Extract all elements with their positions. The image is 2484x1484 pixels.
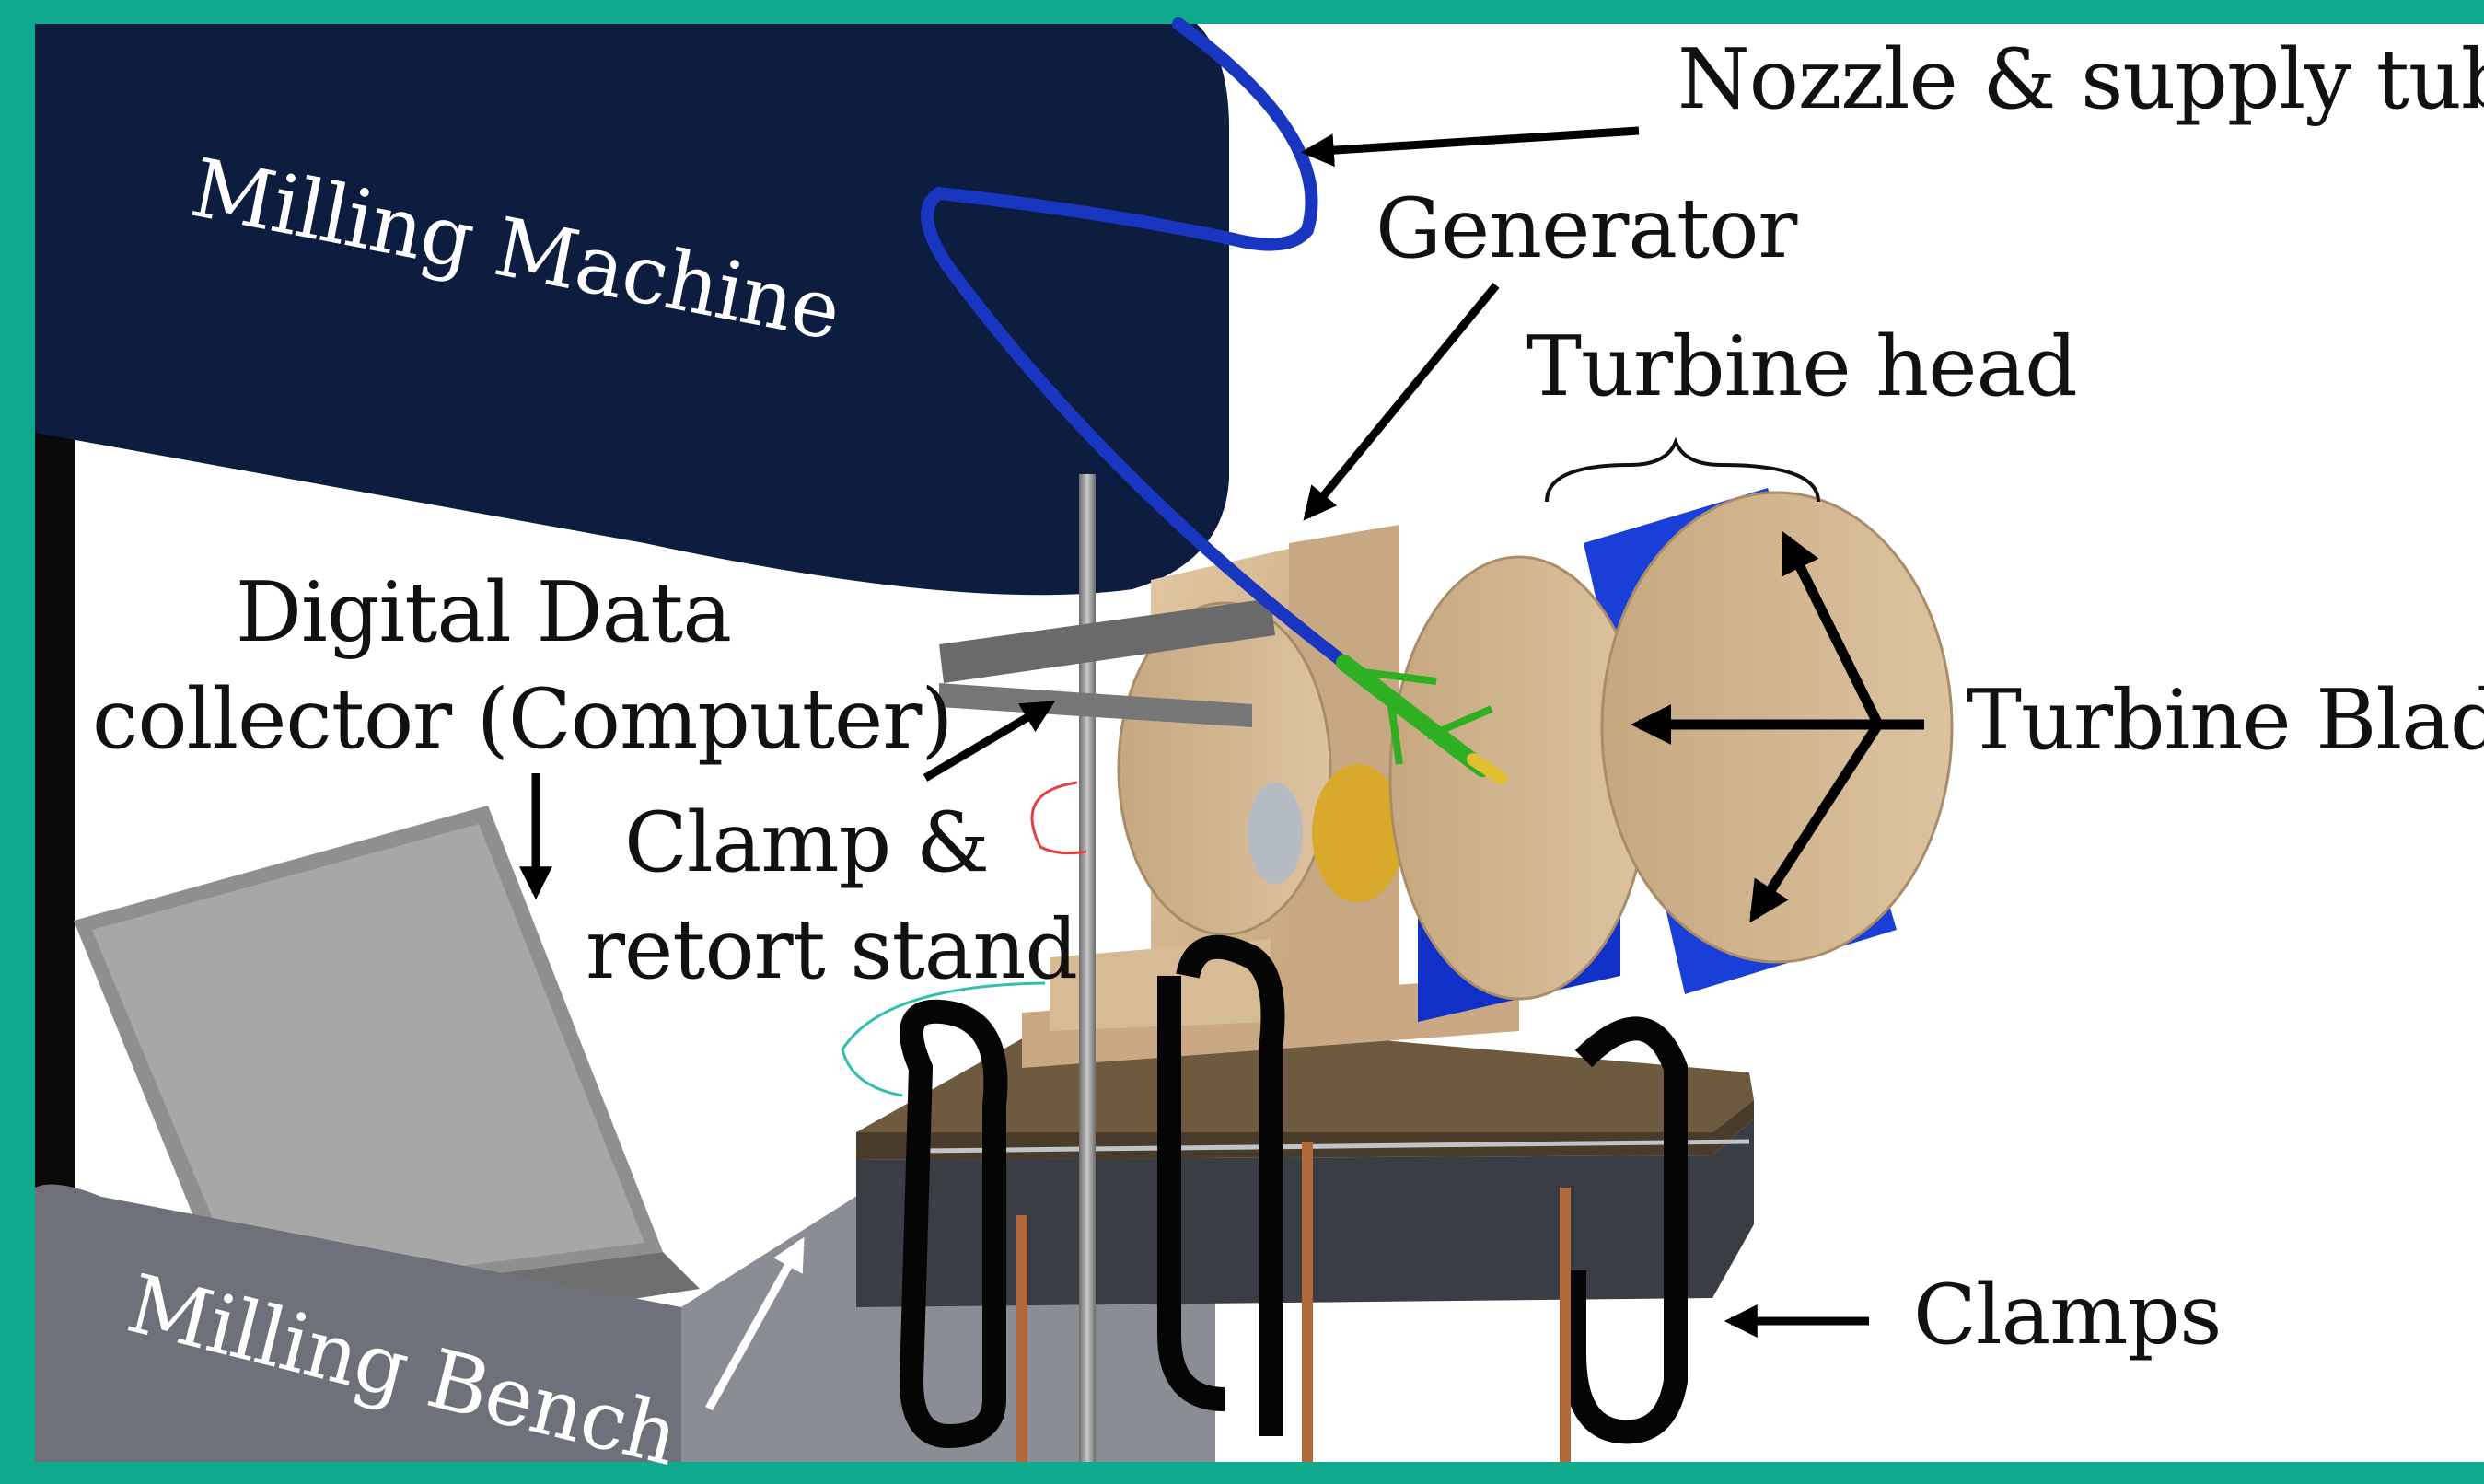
- label-clamps: Clamps: [1913, 1267, 2222, 1363]
- label-generator: Generator: [1375, 180, 1797, 277]
- turbine-blade-arrows: [1631, 531, 1924, 923]
- label-nozzle-supply-tube: Nozzle & supply tube: [1677, 31, 2484, 128]
- annotation-arrows: [519, 126, 1869, 1338]
- arrow-nozzle: [1300, 126, 1640, 168]
- wire-red: [1030, 781, 1087, 855]
- label-clamp-line1: Clamp &: [624, 794, 990, 891]
- label-digital-data-line2: collector (Computer): [92, 671, 953, 768]
- coupling: [1312, 764, 1404, 902]
- shaft-grey: [1248, 783, 1303, 884]
- wire-teal: [841, 981, 1046, 1097]
- label-turbine-head: Turbine head: [1526, 319, 2078, 415]
- clamps: [899, 934, 1688, 1449]
- label-turbine-blade: Turbine Blade: [1967, 672, 2484, 769]
- arrow-clamp: [923, 701, 1056, 782]
- arrow-generator: [1303, 283, 1500, 521]
- label-digital-data-collector: Digital Data collector (Computer): [92, 560, 953, 773]
- label-clamp-line2: retort stand: [586, 901, 1078, 998]
- nozzle: [1336, 655, 1507, 784]
- supply-tube: [921, 17, 1351, 669]
- label-digital-data-line1: Digital Data: [235, 564, 732, 661]
- arrow-bench: [705, 1236, 805, 1411]
- clamp-screws: [1016, 1142, 1571, 1462]
- milling-machine-body: [35, 24, 1229, 596]
- turbine-head-brace: [1545, 436, 1820, 503]
- retort-stand: [939, 474, 1275, 1462]
- label-clamp-retort-stand: Clamp & retort stand: [586, 790, 1078, 1003]
